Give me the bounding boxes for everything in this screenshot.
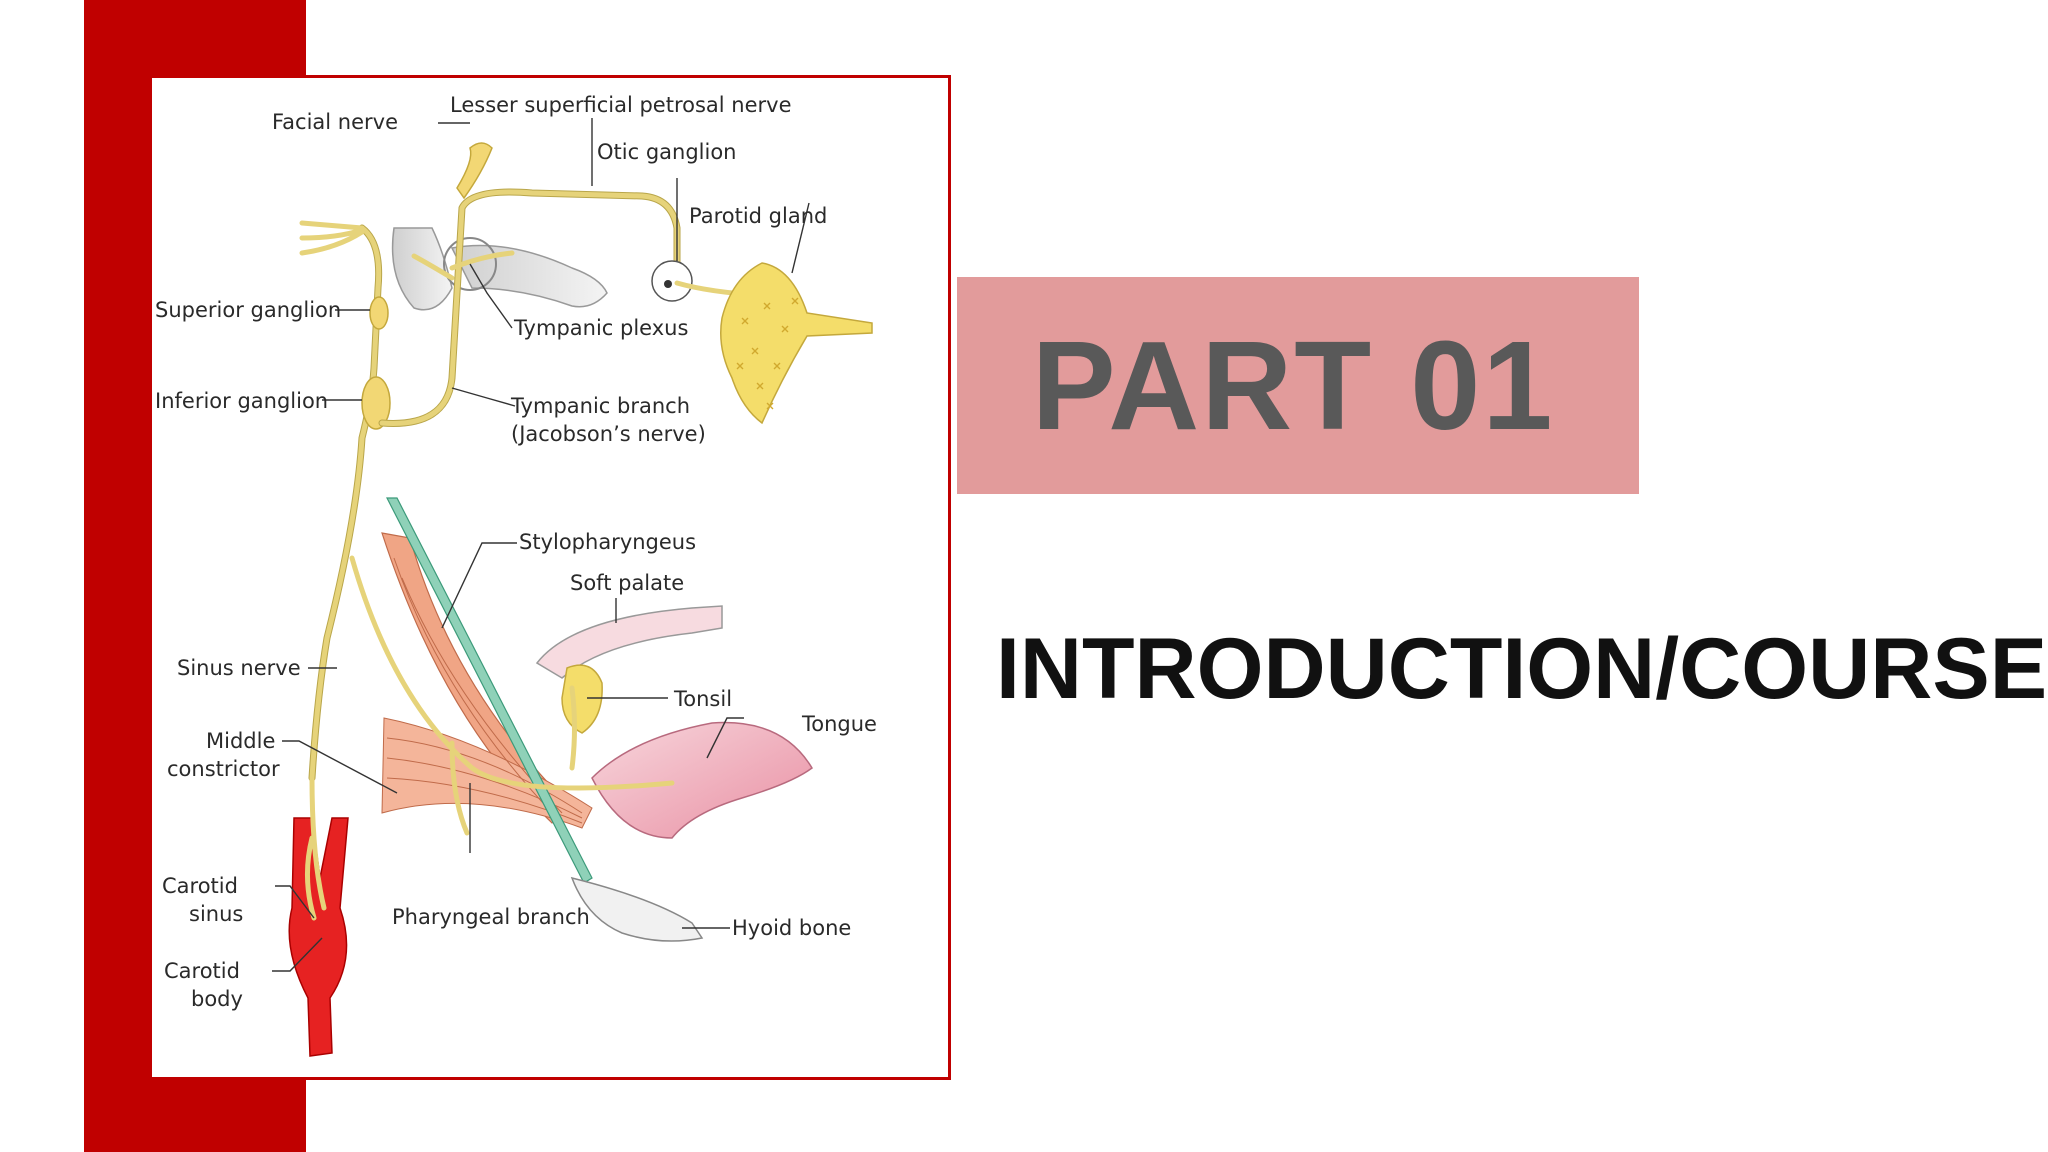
part-title: PART 01 xyxy=(1031,315,1555,456)
tonsillar-branch xyxy=(569,685,577,771)
superior-ganglion-shape xyxy=(369,296,389,330)
label-facial-nerve: Facial nerve xyxy=(272,110,398,134)
tongue-shape xyxy=(591,721,813,839)
label-tympanic-plexus: Tympanic plexus xyxy=(513,316,688,340)
label-sinus-nerve: Sinus nerve xyxy=(177,656,301,680)
label-tongue: Tongue xyxy=(801,712,877,736)
label-superior-ganglion: Superior ganglion xyxy=(155,298,341,322)
label-constrictor: constrictor xyxy=(167,757,280,781)
middle-constrictor-muscle xyxy=(381,717,593,829)
label-inferior-ganglion: Inferior ganglion xyxy=(155,389,328,413)
anatomy-figure: Facial nerve Lesser superficial petrosal… xyxy=(149,75,951,1080)
ear-canal-shape xyxy=(450,244,608,308)
tonsil-shape xyxy=(561,664,603,734)
label-carotid-sinus-1: Carotid xyxy=(162,874,238,898)
label-carotid-body-1: Carotid xyxy=(164,959,240,983)
soft-palate-shape xyxy=(535,605,723,679)
otic-ganglion-shape xyxy=(651,260,693,302)
label-tympanic-branch: Tympanic branch xyxy=(510,394,690,418)
label-tonsil: Tonsil xyxy=(673,687,732,711)
parotid-gland-shape xyxy=(720,262,873,425)
section-subtitle: INTRODUCTION/COURSE xyxy=(996,621,2048,717)
label-parotid-gland: Parotid gland xyxy=(689,204,827,228)
glossopharyngeal-trunk xyxy=(309,225,382,781)
styloid-process xyxy=(386,497,593,884)
carotid-artery-shape xyxy=(288,817,349,1057)
pharyngeal-branch xyxy=(449,740,470,836)
label-otic-ganglion: Otic ganglion xyxy=(597,140,736,164)
glossopharyngeal-nerve-diagram: Facial nerve Lesser superficial petrosal… xyxy=(155,93,877,1057)
facial-nerve-shape xyxy=(456,142,493,200)
label-carotid-sinus-2: sinus xyxy=(189,902,243,926)
nerve-rootlets xyxy=(299,220,365,256)
label-pharyngeal-branch: Pharyngeal branch xyxy=(392,905,590,929)
hyoid-bone-shape xyxy=(570,876,704,942)
label-soft-palate: Soft palate xyxy=(570,571,684,595)
part-title-box: PART 01 xyxy=(957,277,1639,494)
tympanic-branch xyxy=(379,189,680,426)
parotid-texture xyxy=(736,297,799,410)
temporal-bone-shape xyxy=(391,227,453,311)
lingual-branch xyxy=(349,555,675,791)
label-middle: Middle xyxy=(206,729,275,753)
tympanic-plexus-ring xyxy=(443,237,497,291)
label-carotid-body-2: body xyxy=(191,987,243,1011)
label-jacobsons-nerve: (Jacobson’s nerve) xyxy=(511,422,706,446)
label-hyoid-bone: Hyoid bone xyxy=(732,916,851,940)
plexus-branches xyxy=(411,250,515,281)
label-lesser-petrosal: Lesser superficial petrosal nerve xyxy=(450,93,792,117)
inferior-ganglion-shape xyxy=(361,376,391,430)
sinus-nerve xyxy=(305,775,327,921)
leader-lines xyxy=(272,118,810,972)
label-stylopharyngeus: Stylopharyngeus xyxy=(519,530,696,554)
